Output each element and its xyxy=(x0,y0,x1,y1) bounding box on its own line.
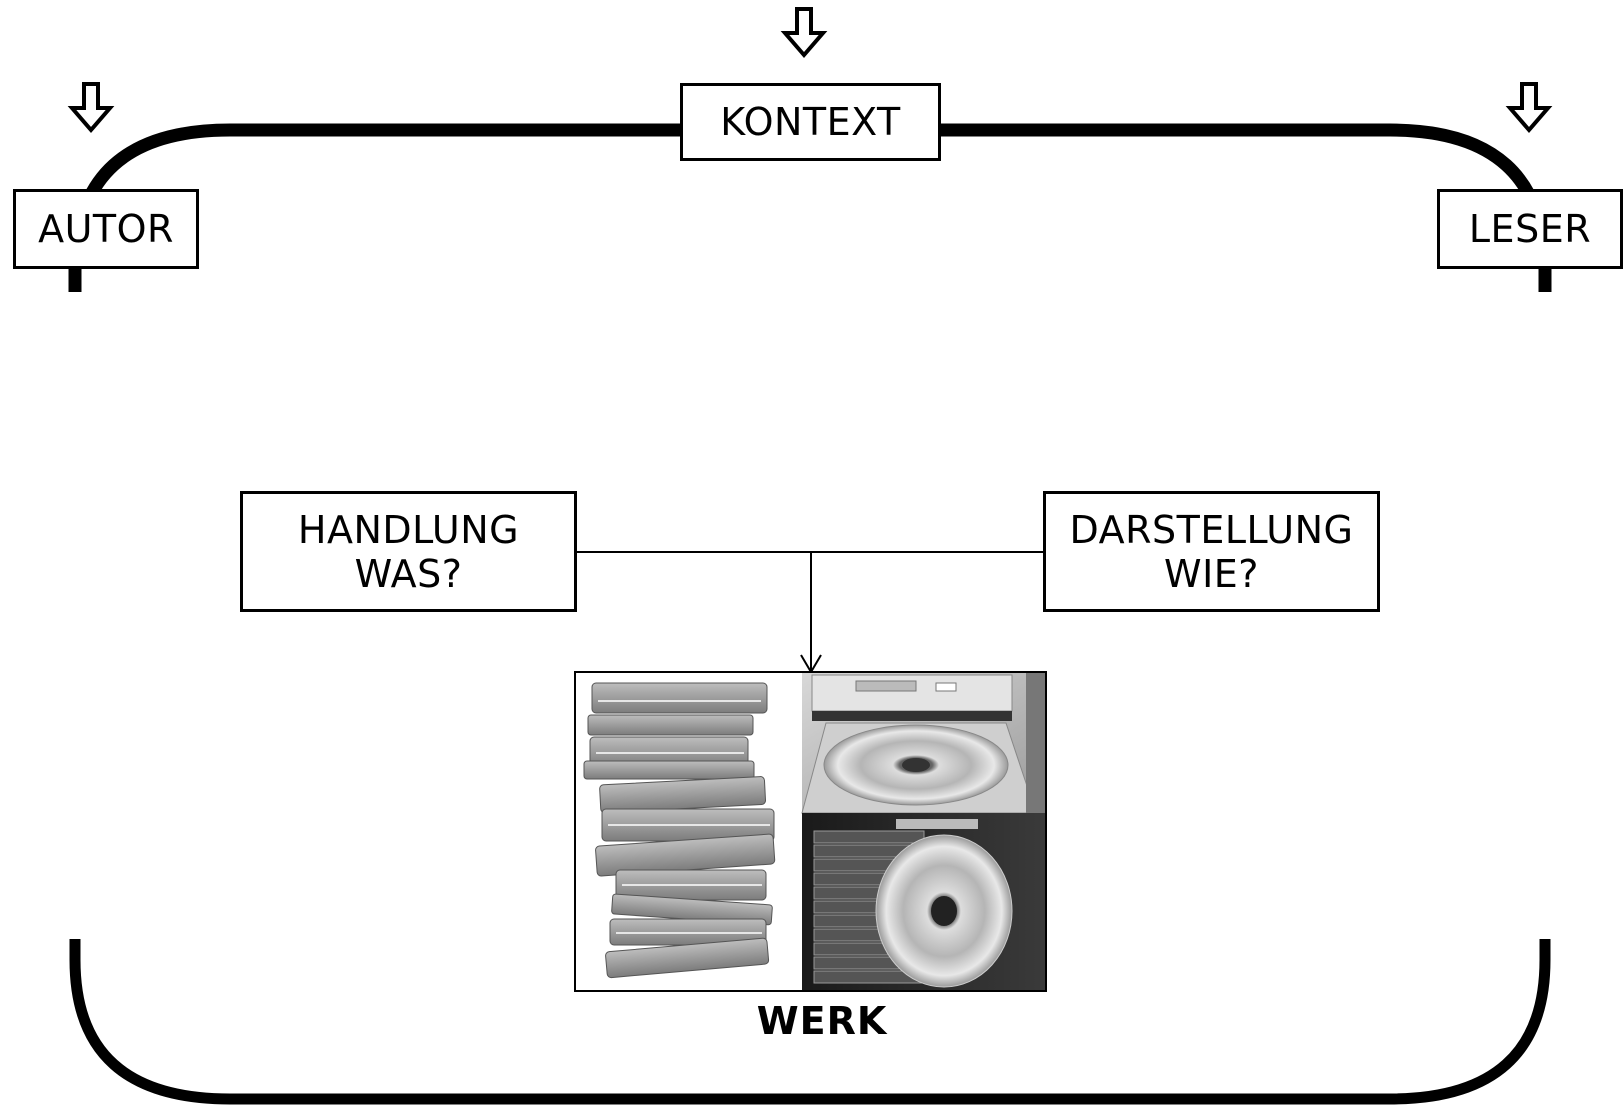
node-darstellung-title: DARSTELLUNG xyxy=(1069,507,1354,552)
werk-photo-collage xyxy=(576,673,1045,990)
werk-image-panel xyxy=(574,671,1047,992)
node-handlung: HANDLUNG WAS? xyxy=(240,491,577,612)
node-handlung-title: HANDLUNG xyxy=(297,507,520,552)
cd-cases-image xyxy=(802,813,1045,990)
down-arrow-icon-kontext xyxy=(780,7,828,59)
node-kontext-label: KONTEXT xyxy=(720,100,901,144)
bottom-frame-arc xyxy=(69,939,1551,1105)
node-darstellung-question: WIE? xyxy=(1164,551,1259,596)
node-kontext: KONTEXT xyxy=(680,83,941,161)
node-handlung-question: WAS? xyxy=(354,551,463,596)
node-leser-label: LESER xyxy=(1468,207,1592,251)
node-autor: AUTOR xyxy=(13,189,199,269)
down-arrow-icon-autor xyxy=(67,82,115,134)
cd-drive-image xyxy=(801,673,1045,814)
book-stack-image xyxy=(576,673,802,990)
node-leser: LESER xyxy=(1437,189,1623,269)
node-darstellung: DARSTELLUNG WIE? xyxy=(1043,491,1380,612)
node-autor-label: AUTOR xyxy=(38,207,174,251)
down-arrow-icon-leser xyxy=(1505,82,1553,134)
werk-label: WERK xyxy=(756,999,888,1043)
